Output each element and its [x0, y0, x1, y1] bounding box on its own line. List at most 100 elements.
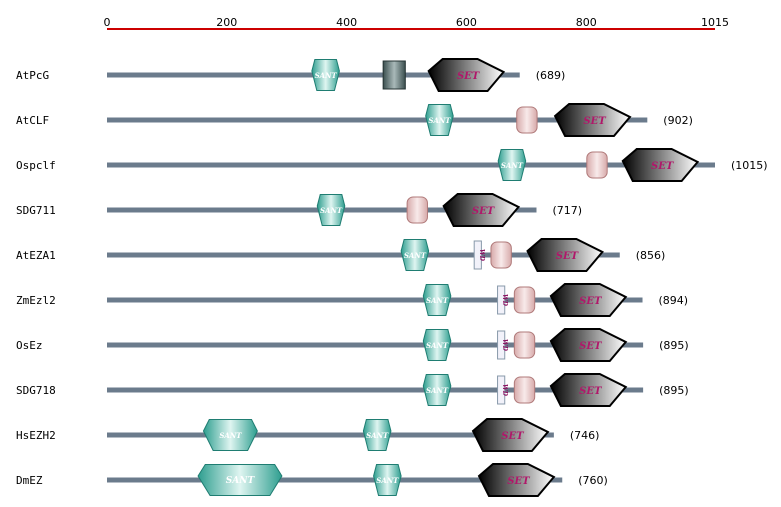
vertical-domain: [473, 240, 482, 270]
protein-backbone: [107, 477, 563, 483]
protein-row: SDG718 SANT WD SET (895): [16, 373, 689, 407]
protein-length-label: (746): [570, 429, 600, 442]
sant-domain: [422, 329, 452, 361]
sant-domain-label: SANT: [320, 206, 343, 215]
protein-backbone: [107, 162, 715, 168]
set-domain: [553, 103, 632, 137]
protein-rows: AtPcG SANT SET (689) AtCLF SANT SET (902) Ospclf…: [16, 58, 768, 497]
set-domain-label: SET: [651, 161, 675, 172]
set-domain-label: SET: [583, 116, 607, 127]
protein-name: SDG718: [16, 384, 56, 397]
set-domain: [471, 418, 550, 452]
small-domain: [382, 60, 406, 90]
sant-domain-label: SANT: [404, 251, 427, 260]
set-domain-label: SET: [472, 206, 496, 217]
protein-length-label: (689): [536, 69, 566, 82]
sant-domain-label: SANT: [315, 71, 338, 80]
protein-length-label: (894): [659, 294, 689, 307]
protein-name: Ospclf: [16, 159, 56, 172]
protein-backbone: [107, 252, 620, 258]
protein-name: AtEZA1: [16, 249, 56, 262]
sant-domain: [400, 239, 430, 271]
set-domain: [549, 373, 628, 407]
sant-domain: [202, 419, 258, 451]
scale-tick-label: 400: [336, 16, 357, 29]
protein-backbone: [107, 432, 554, 438]
protein-name: SDG711: [16, 204, 56, 217]
sant-domain: [197, 464, 283, 496]
scale-tick-label: 800: [576, 16, 597, 29]
set-domain-label: SET: [579, 341, 603, 352]
cxc-domain: [586, 151, 608, 179]
protein-length-label: (895): [659, 384, 689, 397]
set-domain: [549, 283, 628, 317]
protein-length-label: (856): [636, 249, 666, 262]
protein-backbone: [107, 117, 648, 123]
scale-tick-label: 0: [104, 16, 111, 29]
protein-name: OsEz: [16, 339, 43, 352]
sant-domain: [422, 374, 452, 406]
protein-row: HsEZH2 SANT SANT SET (746): [16, 418, 600, 452]
protein-name: ZmEzl2: [16, 294, 56, 307]
sant-domain-label: SANT: [226, 476, 256, 486]
sant-domain: [497, 149, 527, 181]
vertical-domain-label: WD: [501, 384, 508, 397]
vertical-domain: [497, 330, 506, 360]
set-domain-label: SET: [507, 476, 531, 487]
protein-backbone: [107, 387, 644, 393]
protein-name: AtPcG: [16, 69, 49, 82]
set-domain: [427, 58, 506, 92]
protein-row: ZmEzl2 SANT WD SET (894): [16, 283, 689, 317]
set-domain: [477, 463, 556, 497]
set-domain: [549, 328, 628, 362]
set-domain-label: SET: [501, 431, 525, 442]
sant-domain-label: SANT: [426, 341, 449, 350]
cxc-domain: [513, 331, 536, 359]
vertical-domain-label: WD: [501, 294, 508, 307]
protein-length-label: (895): [659, 339, 689, 352]
cxc-domain: [490, 241, 512, 269]
protein-backbone: [107, 342, 644, 348]
sant-domain-label: SANT: [428, 116, 451, 125]
sant-domain: [311, 59, 340, 91]
set-domain-label: SET: [457, 71, 481, 82]
protein-row: AtPcG SANT SET (689): [16, 58, 566, 92]
protein-row: SDG711 SANT SET (717): [16, 193, 582, 227]
sant-domain: [316, 194, 346, 226]
sant-domain-label: SANT: [426, 386, 449, 395]
sant-domain-label: SANT: [376, 476, 399, 485]
vertical-domain: [497, 375, 506, 405]
protein-name: AtCLF: [16, 114, 49, 127]
protein-name: HsEZH2: [16, 429, 56, 442]
set-domain: [526, 238, 604, 272]
protein-length-label: (760): [578, 474, 608, 487]
protein-length-label: (717): [552, 204, 582, 217]
set-domain-label: SET: [579, 386, 603, 397]
scale-tick-label: 1015: [701, 16, 729, 29]
cxc-domain: [406, 196, 428, 224]
cxc-domain: [513, 286, 536, 314]
sant-domain: [373, 464, 402, 496]
protein-row: OsEz SANT WD SET (895): [16, 328, 689, 362]
sant-domain-label: SANT: [426, 296, 449, 305]
vertical-domain-label: WD: [501, 339, 508, 352]
set-domain-label: SET: [556, 251, 580, 262]
sant-domain-label: SANT: [501, 161, 524, 170]
sant-domain-label: SANT: [219, 431, 242, 440]
set-domain-label: SET: [579, 296, 603, 307]
sant-domain-label: SANT: [366, 431, 389, 440]
protein-row: AtCLF SANT SET (902): [16, 103, 693, 137]
sant-domain: [425, 104, 454, 136]
scale-tick-label: 600: [456, 16, 477, 29]
sant-domain: [422, 284, 452, 316]
cxc-domain: [516, 106, 538, 134]
vertical-domain: [497, 285, 506, 315]
sant-domain: [362, 419, 392, 451]
protein-length-label: (902): [663, 114, 693, 127]
cxc-domain: [513, 376, 536, 404]
protein-backbone: [107, 297, 643, 303]
